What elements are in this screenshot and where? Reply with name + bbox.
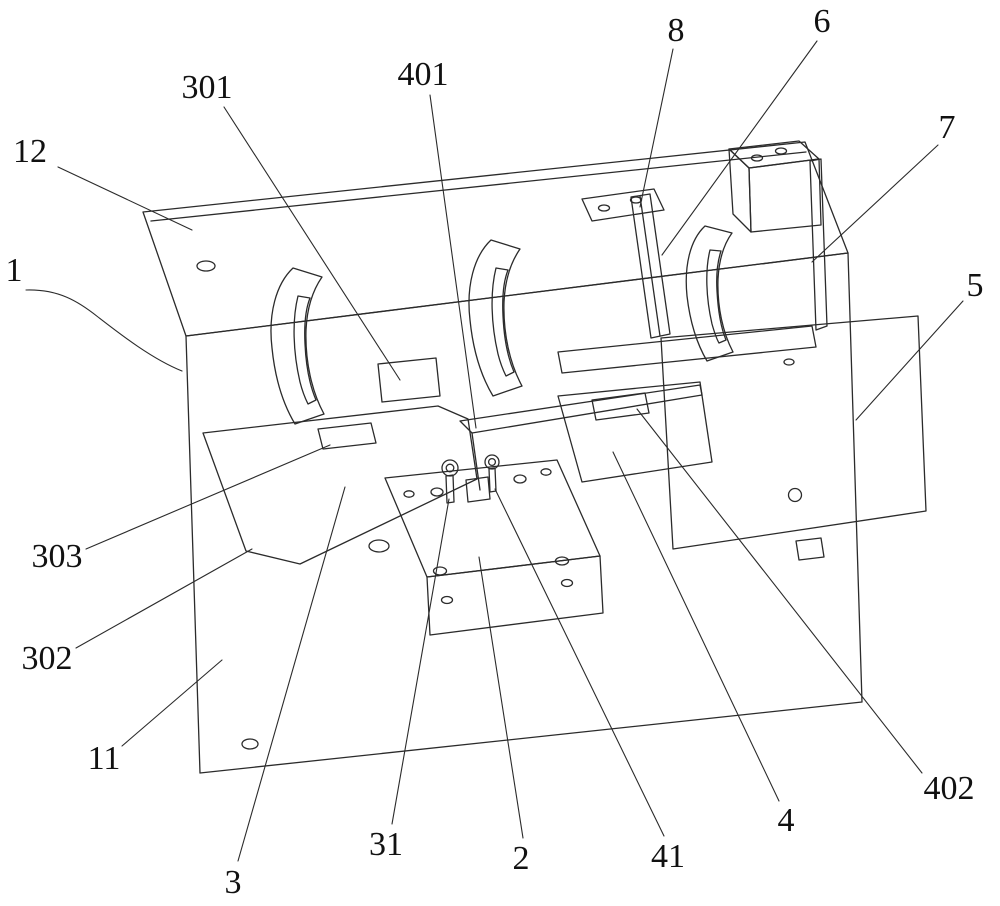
part-cross-bar bbox=[557, 325, 817, 374]
part-vertical-arm bbox=[630, 193, 671, 339]
leader-line-303 bbox=[85, 444, 331, 550]
ref-label-301: 301 bbox=[181, 69, 233, 106]
leader-line-41 bbox=[494, 488, 665, 837]
part-left-slide-plate bbox=[202, 405, 478, 565]
ref-label-11: 11 bbox=[87, 740, 121, 777]
leader-line-11 bbox=[121, 659, 223, 747]
ref-label-41: 41 bbox=[651, 838, 685, 875]
ref-label-7: 7 bbox=[938, 109, 956, 146]
part-right-slide-plate bbox=[557, 381, 713, 483]
leader-line-1 bbox=[25, 289, 183, 372]
ref-label-31: 31 bbox=[369, 826, 403, 863]
part-center-slot bbox=[465, 432, 491, 503]
part-base-plate bbox=[185, 252, 863, 774]
leader-line-301 bbox=[223, 106, 401, 381]
part-clamp-middle bbox=[468, 239, 523, 397]
leader-line-5 bbox=[855, 300, 964, 421]
ref-label-302: 302 bbox=[21, 640, 73, 677]
leader-line-12 bbox=[57, 166, 193, 231]
leader-line-3 bbox=[237, 486, 346, 862]
part-clamp-right bbox=[685, 225, 734, 362]
part-screw-left bbox=[441, 459, 459, 504]
ref-label-303: 303 bbox=[31, 538, 83, 575]
leader-line-6 bbox=[661, 40, 818, 256]
part-center-base-block bbox=[384, 459, 604, 636]
leader-line-8 bbox=[639, 48, 674, 208]
leader-line-2 bbox=[478, 556, 524, 839]
leader-lines bbox=[25, 40, 964, 862]
ref-label-1: 1 bbox=[5, 252, 23, 289]
part-screw-right bbox=[484, 454, 500, 493]
ref-label-8: 8 bbox=[667, 12, 685, 49]
part-side-plate bbox=[660, 315, 927, 561]
leader-line-302 bbox=[75, 548, 253, 649]
ref-label-3: 3 bbox=[224, 864, 242, 901]
part-center-stop-block bbox=[377, 357, 441, 403]
part-clamp-left bbox=[270, 267, 325, 425]
ref-label-6: 6 bbox=[813, 3, 831, 40]
ref-label-5: 5 bbox=[966, 267, 984, 304]
leader-line-31 bbox=[391, 498, 450, 825]
ref-label-12: 12 bbox=[13, 133, 47, 170]
leader-line-402 bbox=[636, 408, 923, 774]
ref-label-2: 2 bbox=[512, 840, 530, 877]
leader-line-7 bbox=[811, 144, 939, 263]
ref-label-401: 401 bbox=[397, 56, 449, 93]
ref-label-402: 402 bbox=[923, 770, 975, 807]
leader-line-401 bbox=[429, 94, 477, 429]
part-corner-bracket bbox=[728, 140, 828, 331]
leader-line-4 bbox=[612, 451, 780, 802]
ref-label-4: 4 bbox=[777, 802, 795, 839]
part-top-back-plate bbox=[142, 141, 849, 337]
